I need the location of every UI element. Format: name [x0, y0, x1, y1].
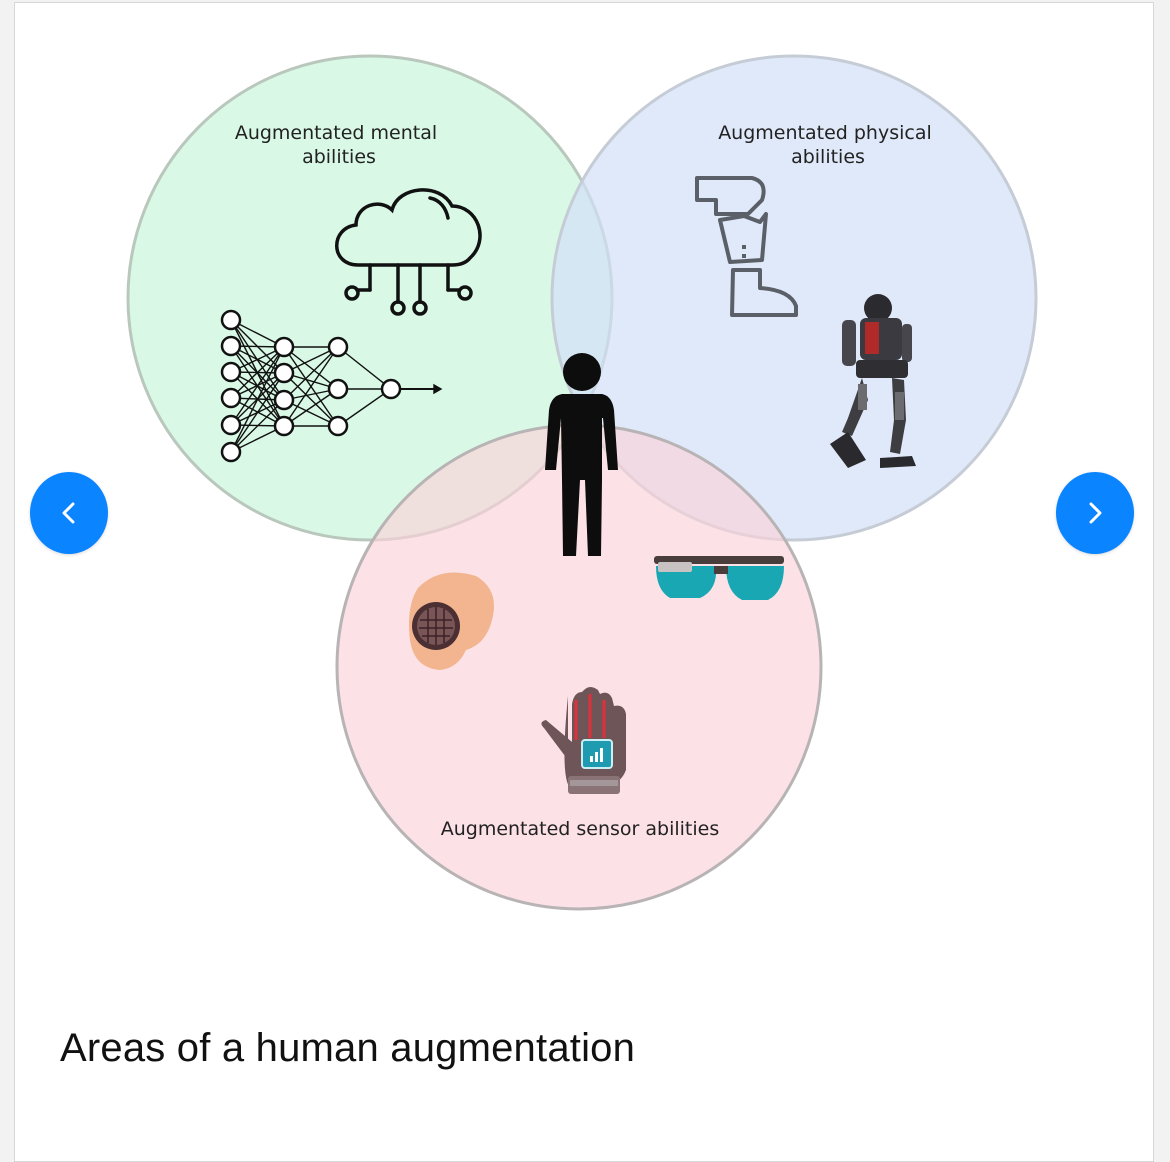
smart-glasses-icon [654, 556, 784, 600]
prosthetic-leg-icon [695, 176, 798, 317]
slide-caption: Areas of a human augmentation [60, 1026, 636, 1070]
physical-circle [550, 54, 1038, 542]
venn-diagram: Augmentated mental abilities Augmentated… [126, 54, 1038, 911]
neural-network-icon [220, 309, 443, 463]
smart-glove-icon [541, 687, 626, 794]
physical-label: Augmentated physical abilities [718, 122, 938, 168]
chevron-left-icon [62, 502, 75, 524]
exoskeleton-icon [830, 294, 916, 468]
chevron-right-icon [1089, 502, 1102, 524]
hearing-aid-icon [409, 572, 494, 670]
next-slide-button[interactable] [1056, 472, 1134, 554]
person-icon [545, 353, 618, 556]
sensor-label: Augmentated sensor abilities [441, 818, 720, 840]
cloud-network-icon [335, 188, 482, 316]
previous-slide-button[interactable] [30, 472, 108, 554]
mental-label: Augmentated mental abilities [235, 122, 443, 168]
